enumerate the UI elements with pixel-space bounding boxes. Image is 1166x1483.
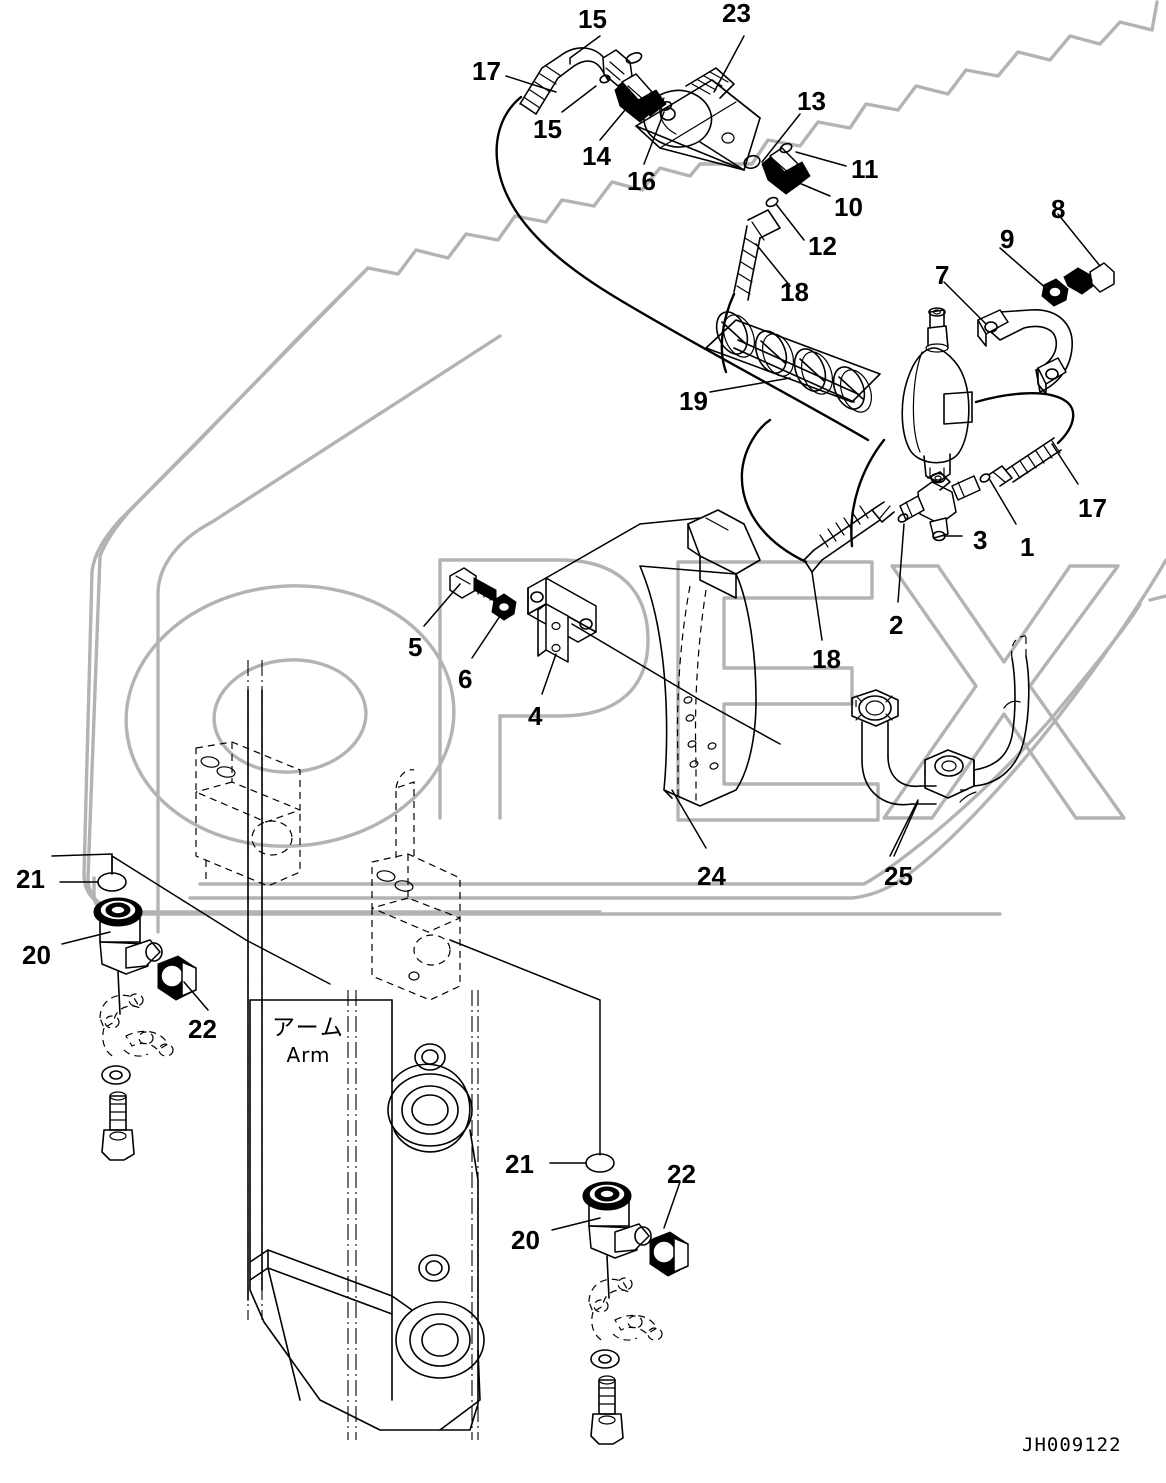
callout-19: 19	[679, 386, 708, 416]
callout-18-lower: 18	[812, 644, 841, 674]
bracket-4	[527, 577, 597, 663]
callout-20-right: 20	[511, 1225, 540, 1255]
accumulator-assembly	[901, 307, 973, 483]
callout-23: 23	[722, 0, 751, 28]
callout-3: 3	[973, 525, 988, 555]
nut-22-left	[157, 955, 197, 1001]
plate-24	[671, 789, 707, 849]
callout-15-top: 15	[578, 4, 607, 34]
callout-14: 14	[582, 141, 611, 171]
callout-13: 13	[797, 86, 826, 116]
callout-4: 4	[528, 701, 543, 731]
callout-22-left: 22	[188, 1014, 217, 1044]
elbow-20-left	[93, 897, 163, 1015]
washer-9	[1041, 278, 1069, 307]
valve-block-23	[635, 67, 761, 171]
callout-2: 2	[889, 610, 904, 640]
bracket-4-assembly	[449, 517, 781, 745]
callout-21-right: 21	[505, 1149, 534, 1179]
callout-17-lower: 17	[1078, 493, 1107, 523]
callout-9: 9	[1000, 224, 1015, 254]
callout-leader-lines	[61, 35, 1101, 1231]
arm-label-english: Arm	[286, 1042, 331, 1067]
nut-22-right	[649, 1231, 689, 1277]
callout-15-lower: 15	[533, 114, 562, 144]
callout-16: 16	[627, 166, 656, 196]
bolt-5	[449, 567, 497, 603]
spiral-guard-19	[705, 311, 881, 413]
callout-17-upper: 17	[472, 56, 501, 86]
callout-18-upper: 18	[780, 277, 809, 307]
split-flange-right	[588, 1277, 663, 1343]
callout-8: 8	[1051, 194, 1066, 224]
washer-6	[491, 593, 517, 621]
callout-21-left: 21	[16, 864, 45, 894]
hose-18-upper	[720, 209, 781, 374]
bolt-8	[1063, 262, 1115, 295]
callout-7: 7	[935, 260, 950, 290]
elbow-assembly-right	[449, 939, 689, 1445]
hose-17-lower	[974, 392, 1075, 487]
tube-assembly-25	[851, 635, 1030, 857]
clamp-band-7	[977, 262, 1115, 395]
hose-18-lower	[740, 418, 895, 573]
cylinder-block-upper-left	[195, 741, 301, 887]
callout-6: 6	[458, 664, 473, 694]
fitting-cluster-10-13	[743, 142, 811, 208]
callout-11: 11	[851, 154, 879, 184]
callout-22-right: 22	[667, 1159, 696, 1189]
callout-25: 25	[884, 861, 913, 891]
elbow-20-right	[582, 1181, 652, 1299]
elbow-assembly-left	[51, 853, 331, 1161]
split-flange-left	[99, 993, 174, 1059]
cylinder-block-center	[371, 769, 461, 1001]
arm-structure	[195, 509, 761, 1440]
arm-part-label: アーム Arm	[272, 1014, 345, 1068]
tee-fitting-assembly	[897, 471, 991, 542]
bolt-right-lower	[590, 1375, 624, 1445]
callout-24: 24	[697, 861, 726, 891]
callout-12: 12	[808, 231, 837, 261]
adapter-14	[614, 73, 667, 123]
callout-10: 10	[834, 192, 863, 222]
callout-20-left: 20	[22, 940, 51, 970]
callout-1: 1	[1020, 532, 1035, 562]
bolt-left-lower	[101, 1091, 135, 1161]
callout-5: 5	[408, 632, 423, 662]
arm-label-japanese: アーム	[272, 1015, 345, 1041]
arm-lower-body	[249, 990, 485, 1440]
drawing-number: JH009122	[1022, 1434, 1122, 1456]
